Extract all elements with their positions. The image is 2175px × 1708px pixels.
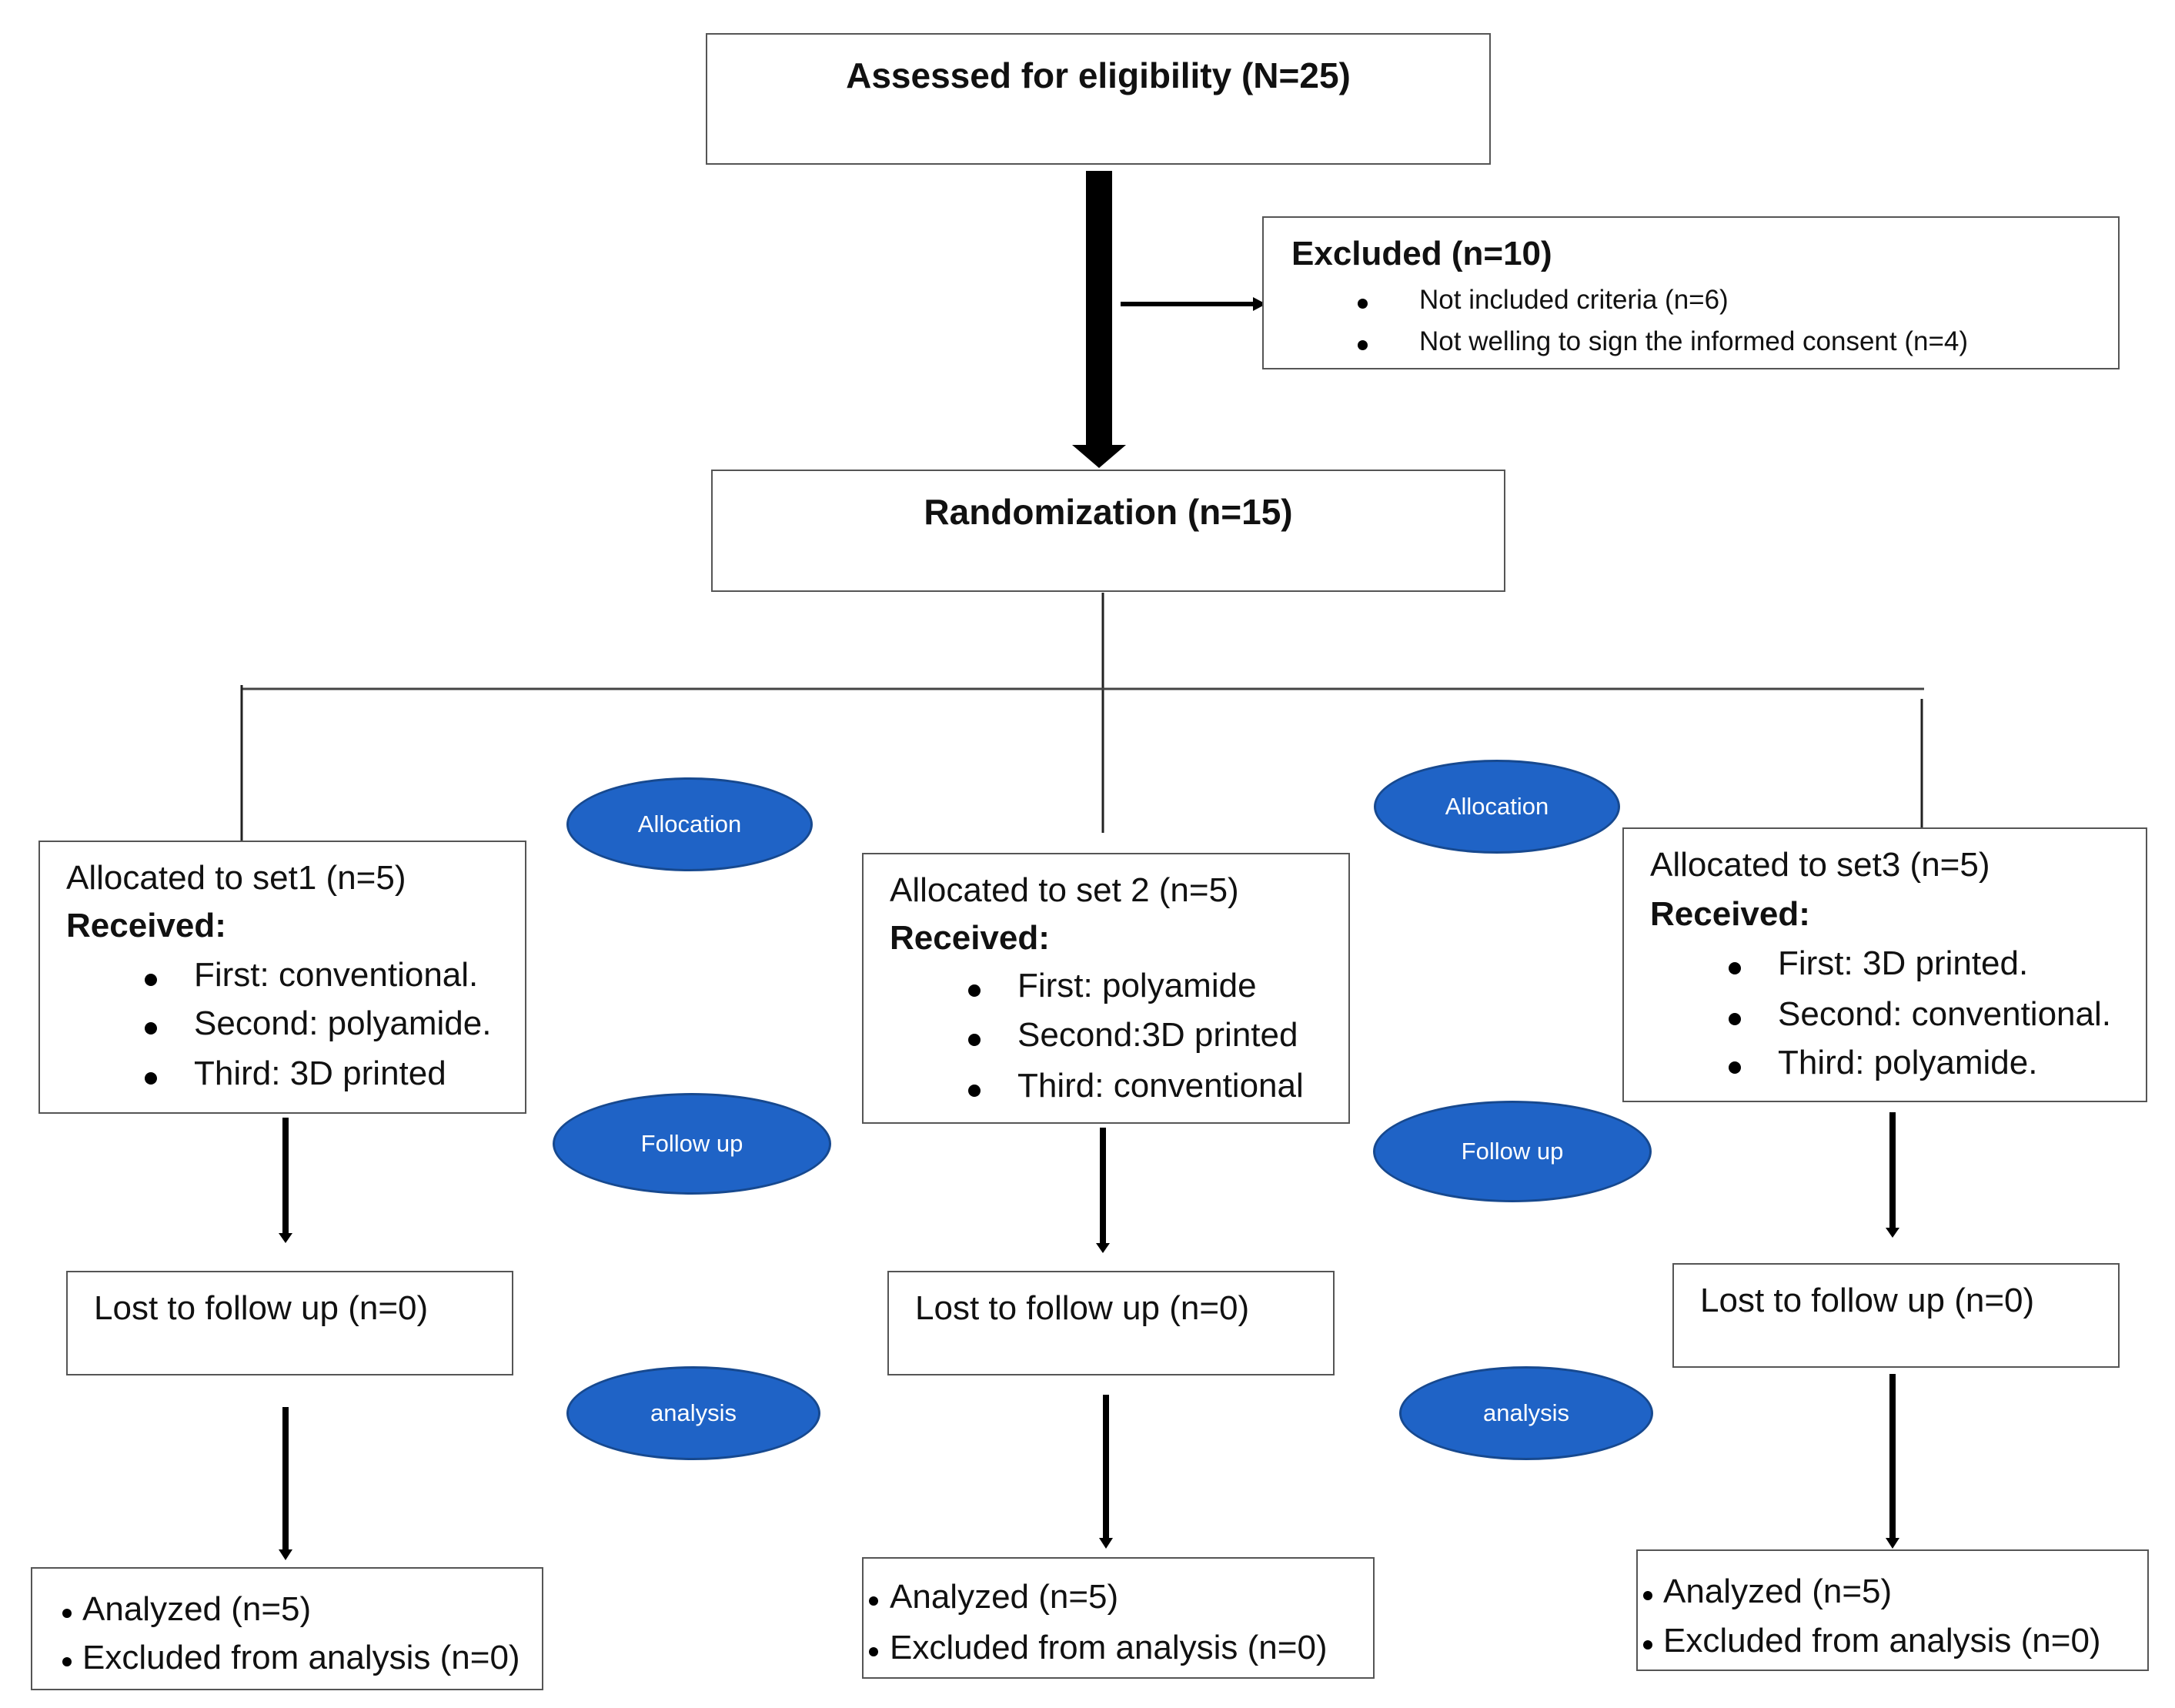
arm3-arrow-1-head [1886,1228,1899,1238]
bullet-icon [968,1085,981,1097]
allocation-oval-right: Allocation [1374,760,1620,854]
arm2-arrow-2-head [1099,1538,1113,1549]
arm3-analysis-box: Analyzed (n=5) Excluded from analysis (n… [1636,1549,2149,1671]
arm1-analyzed: Analyzed (n=5) [82,1590,312,1628]
follow-up-oval-right: Follow up [1373,1101,1652,1202]
bullet-icon [62,1657,72,1666]
arm1-received-3: Third: 3D printed [194,1055,446,1092]
bullet-icon [968,984,981,997]
bullet-icon [145,1072,157,1085]
excluded-box: Excluded (n=10) Not included criteria (n… [1262,216,2120,369]
arm1-received-2: Second: polyamide. [194,1004,492,1042]
arm3-allocated-label: Allocated to set3 (n=5) [1650,846,1990,884]
bullet-icon [145,1022,157,1034]
arm3-received-2: Second: conventional. [1778,995,2111,1033]
bullet-icon [145,974,157,986]
arm3-lost-label: Lost to follow up (n=0) [1700,1282,2035,1319]
bullet-icon [1729,962,1741,974]
arm3-received-3: Third: polyamide. [1778,1044,2038,1081]
arm3-arrow-2-head [1886,1538,1899,1549]
excluded-item-2: Not welling to sign the informed consent… [1419,326,1969,356]
arm2-analyzed: Analyzed (n=5) [890,1578,1119,1616]
bullet-icon [869,1647,878,1656]
arm1-lost-label: Lost to follow up (n=0) [94,1289,429,1327]
arm1-received-1: First: conventional. [194,956,479,994]
arm3-analyzed: Analyzed (n=5) [1663,1573,1893,1610]
arm1-analysis-box: Analyzed (n=5) Excluded from analysis (n… [31,1567,543,1690]
arm1-allocated-box: Allocated to set1 (n=5) Received: First:… [38,841,526,1114]
bullet-icon [1729,1061,1741,1074]
bullet-icon [869,1596,878,1606]
excluded-item-1: Not included criteria (n=6) [1419,285,1729,315]
excluded-title: Excluded (n=10) [1291,235,1552,272]
arm3-excluded-analysis: Excluded from analysis (n=0) [1663,1622,2101,1660]
arm2-received-label: Received: [890,919,1050,957]
arm3-lost-box: Lost to follow up (n=0) [1672,1263,2120,1368]
arm2-analysis-box: Analyzed (n=5) Excluded from analysis (n… [862,1557,1375,1679]
bullet-icon [1358,299,1368,309]
analysis-oval-left: analysis [566,1366,820,1460]
bullet-icon [1729,1013,1741,1025]
arm2-lost-box: Lost to follow up (n=0) [887,1271,1335,1375]
arm1-arrow-2-head [279,1549,292,1560]
arm1-lost-box: Lost to follow up (n=0) [66,1271,513,1375]
analysis-oval-right: analysis [1399,1366,1653,1460]
assessed-label: Assessed for eligibility (N=25) [846,55,1351,95]
main-arrow-head [1072,445,1126,468]
arm2-received-1: First: polyamide [1017,967,1257,1004]
excluded-arrow-head [1253,297,1266,311]
bullet-icon [1643,1640,1652,1650]
arm2-allocated-label: Allocated to set 2 (n=5) [890,871,1239,909]
arm2-excluded-analysis: Excluded from analysis (n=0) [890,1629,1328,1666]
arm2-received-3: Third: conventional [1017,1067,1304,1105]
arm2-allocated-box: Allocated to set 2 (n=5) Received: First… [862,853,1350,1124]
arm3-received-1: First: 3D printed. [1778,944,2029,982]
bullet-icon [968,1034,981,1046]
randomization-box: Randomization (n=15) [711,470,1505,592]
arm3-allocated-box: Allocated to set3 (n=5) Received: First:… [1622,827,2147,1102]
arm3-received-label: Received: [1650,895,1810,933]
bullet-icon [1358,340,1368,350]
follow-up-oval-left: Follow up [553,1093,831,1195]
bullet-icon [62,1609,72,1618]
arm1-received-label: Received: [66,907,226,944]
arm2-arrow-1-head [1096,1243,1110,1253]
bullet-icon [1643,1591,1652,1600]
randomization-label: Randomization (n=15) [924,492,1293,532]
allocation-oval-left: Allocation [566,777,813,871]
arm2-received-2: Second:3D printed [1017,1016,1298,1054]
arm1-excluded-analysis: Excluded from analysis (n=0) [82,1639,520,1676]
arm2-lost-label: Lost to follow up (n=0) [915,1289,1250,1327]
assessed-box: Assessed for eligibility (N=25) [706,33,1491,165]
arm1-arrow-1-head [279,1233,292,1243]
arm1-allocated-label: Allocated to set1 (n=5) [66,859,406,897]
